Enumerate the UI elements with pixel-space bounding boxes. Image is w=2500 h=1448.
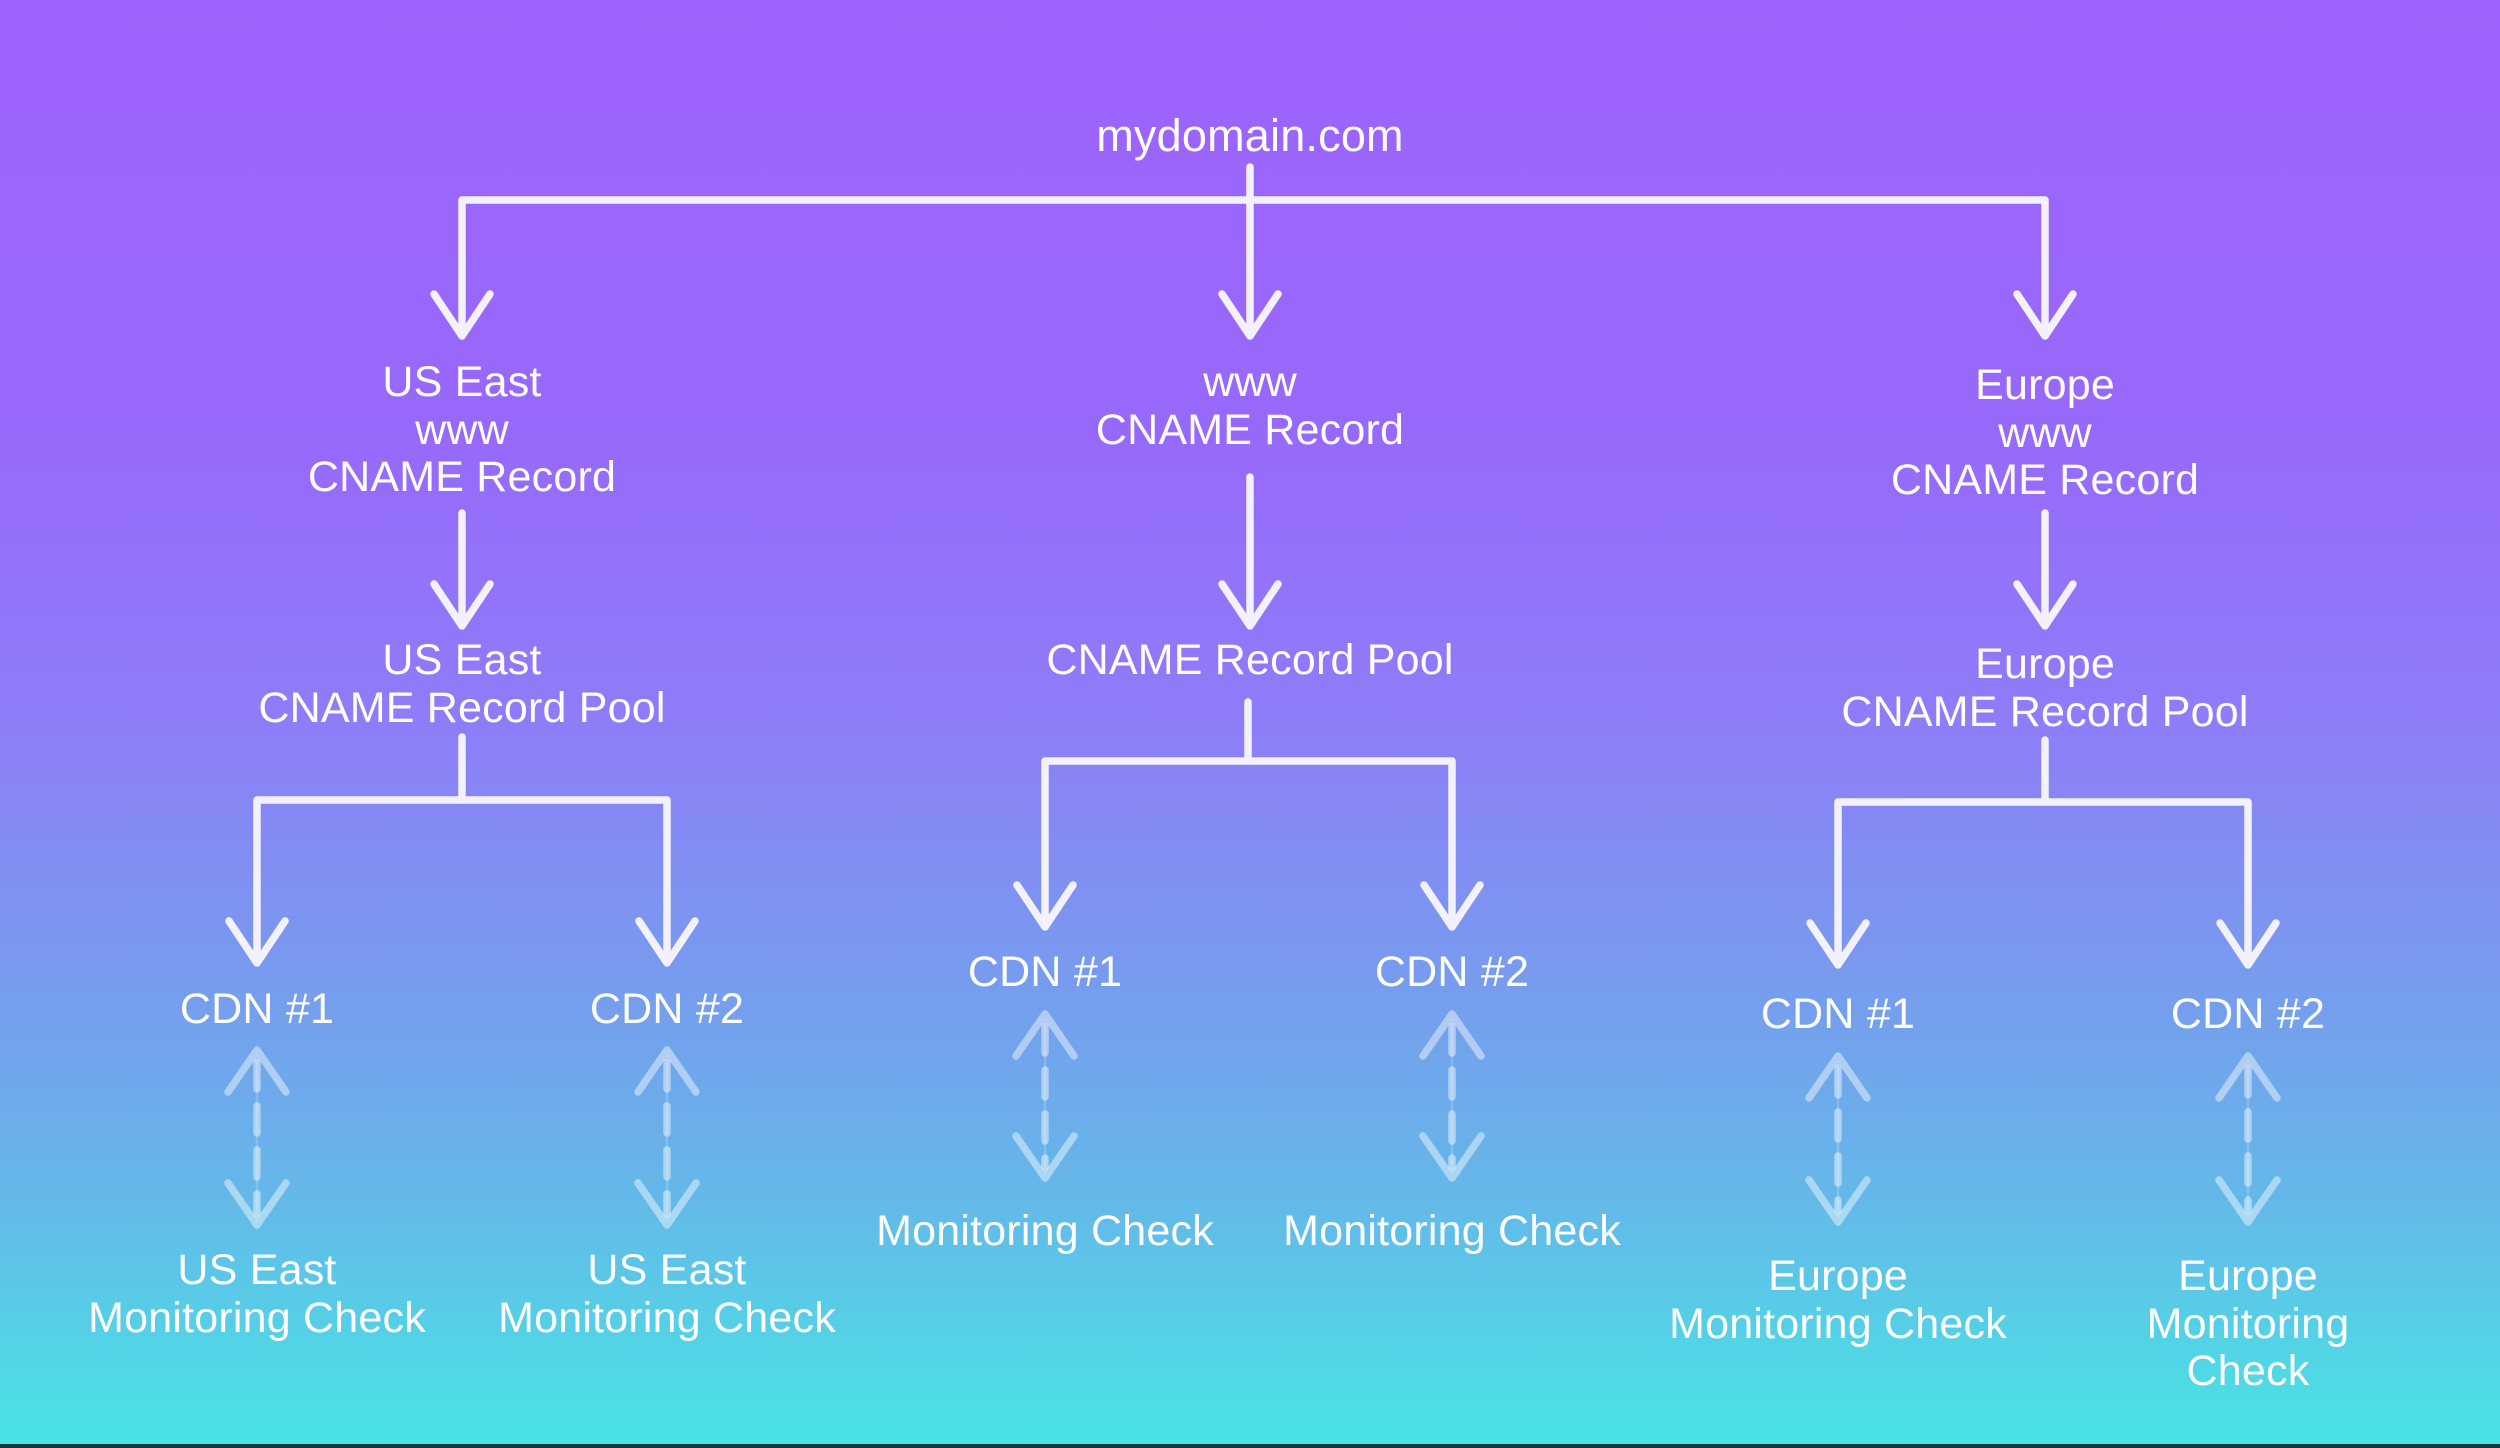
monitor-link-us-east-cdn2 bbox=[634, 1046, 700, 1229]
monitor-link-europe-cdn2 bbox=[2215, 1052, 2281, 1226]
monitor-link-europe-cdn1 bbox=[1805, 1052, 1871, 1226]
arrowhead-down-icon bbox=[1218, 580, 1282, 630]
record-to-pool-arrow-europe bbox=[2013, 509, 2077, 630]
arrowhead-down-icon bbox=[635, 917, 699, 967]
arrowhead-down-icon bbox=[1218, 290, 1282, 340]
monitoring-check-www-2: Monitoring Check bbox=[1283, 1207, 1621, 1255]
monitoring-check-europe-1: Europe Monitoring Check bbox=[1669, 1252, 2007, 1348]
cname-record-www: www CNAME Record bbox=[1095, 358, 1405, 454]
arrowhead-down-icon bbox=[1806, 919, 1870, 969]
cname-record-europe: Europe www CNAME Record bbox=[1890, 361, 2200, 504]
arrowhead-up-icon bbox=[634, 1046, 700, 1096]
cdn2-us-east: CDN #2 bbox=[589, 985, 745, 1033]
arrowhead-up-icon bbox=[1805, 1052, 1871, 1102]
pool-split-europe bbox=[1806, 736, 2280, 969]
record-pool-www: CNAME Record Pool bbox=[1046, 636, 1454, 684]
arrowhead-down-icon bbox=[430, 290, 494, 340]
arrowhead-up-icon bbox=[2215, 1052, 2281, 1102]
monitoring-check-europe-2: Europe Monitoring Check bbox=[2146, 1252, 2350, 1395]
monitor-link-www-cdn2 bbox=[1419, 1010, 1485, 1182]
cname-record-us-east: US East www CNAME Record bbox=[307, 358, 617, 501]
arrowhead-down-icon bbox=[1420, 881, 1484, 931]
record-to-pool-arrow-www bbox=[1218, 473, 1282, 630]
arrowhead-up-icon bbox=[1012, 1010, 1078, 1060]
pool-split-www bbox=[1013, 698, 1484, 931]
arrowhead-down-icon bbox=[1805, 1176, 1871, 1226]
arrowhead-down-icon bbox=[224, 1179, 290, 1229]
arrowhead-down-icon bbox=[2215, 1176, 2281, 1226]
arrowhead-up-icon bbox=[1419, 1010, 1485, 1060]
arrowhead-down-icon bbox=[2216, 919, 2280, 969]
monitoring-check-www-1: Monitoring Check bbox=[876, 1207, 1214, 1255]
pool-split-us-east bbox=[225, 733, 699, 967]
arrowhead-down-icon bbox=[1012, 1132, 1078, 1182]
arrowhead-up-icon bbox=[224, 1046, 290, 1096]
root-branch-lines bbox=[430, 163, 2077, 340]
window-bottom-edge bbox=[0, 1444, 2500, 1448]
cdn1-us-east: CDN #1 bbox=[179, 985, 335, 1033]
cdn2-europe: CDN #2 bbox=[2170, 990, 2326, 1038]
cdn1-europe: CDN #1 bbox=[1760, 990, 1916, 1038]
record-pool-us-east: US East CNAME Record Pool bbox=[258, 636, 666, 732]
arrowhead-down-icon bbox=[1419, 1132, 1485, 1182]
record-to-pool-arrow-us-east bbox=[430, 509, 494, 630]
arrowhead-down-icon bbox=[634, 1179, 700, 1229]
arrowhead-down-icon bbox=[430, 580, 494, 630]
monitor-link-www-cdn1 bbox=[1012, 1010, 1078, 1182]
cdn2-www: CDN #2 bbox=[1374, 948, 1530, 996]
arrowhead-down-icon bbox=[2013, 580, 2077, 630]
arrowhead-down-icon bbox=[225, 917, 289, 967]
monitoring-check-us-east-1: US East Monitoring Check bbox=[88, 1246, 426, 1342]
arrowhead-down-icon bbox=[2013, 290, 2077, 340]
monitor-link-us-east-cdn1 bbox=[224, 1046, 290, 1229]
arrowhead-down-icon bbox=[1013, 881, 1077, 931]
root-domain-label: mydomain.com bbox=[1096, 110, 1404, 161]
cdn1-www: CDN #1 bbox=[967, 948, 1123, 996]
monitoring-check-us-east-2: US East Monitoring Check bbox=[498, 1246, 836, 1342]
record-pool-europe: Europe CNAME Record Pool bbox=[1841, 640, 2249, 736]
